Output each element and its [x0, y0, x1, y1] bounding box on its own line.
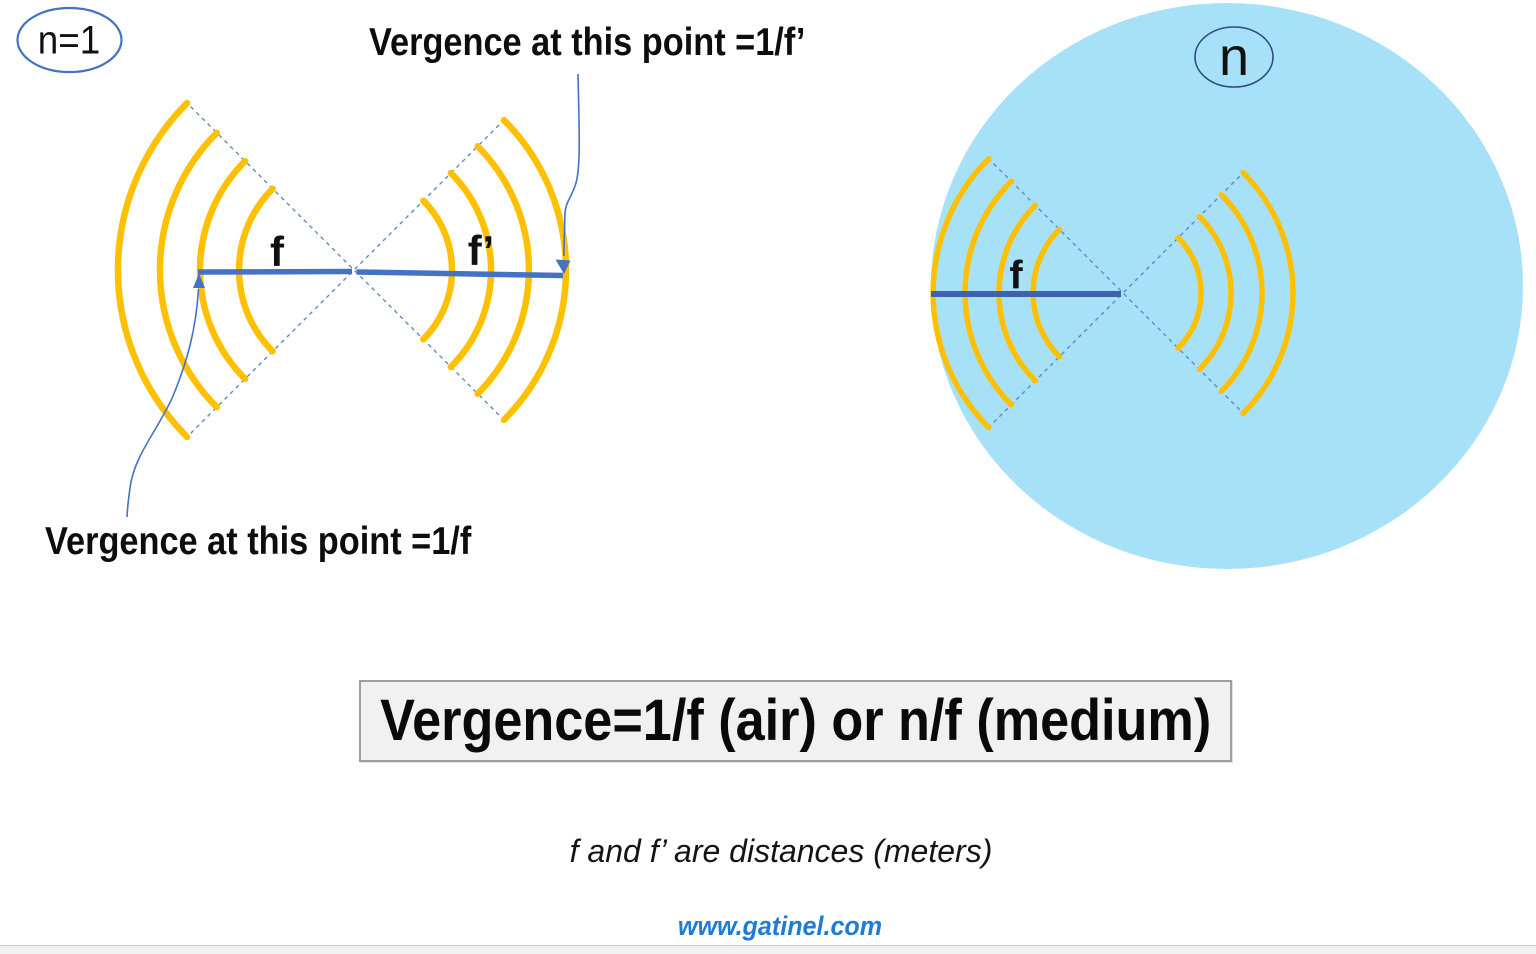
air-index-label-text: n=1: [37, 18, 101, 63]
f-prime-distance-line: [356, 269, 564, 279]
air-axis-diagonal-1: [184, 100, 507, 423]
distances-note: f and f’ are distances (meters): [569, 833, 993, 869]
down-arrowhead: [555, 259, 571, 274]
wavefront-arc: [474, 143, 533, 397]
annotation-vergence-f-prime: Vergence at this point =1/f’: [369, 21, 806, 64]
wavefront-arc: [420, 197, 456, 343]
air-wavefront-diagram: [16, 6, 581, 518]
leader-line-f-prime: [563, 73, 581, 257]
vergence-formula-text: Vergence=1/f (air) or n/f (medium): [379, 688, 1212, 753]
up-arrowhead: [193, 273, 205, 288]
website-link[interactable]: www.gatinel.com: [677, 911, 883, 941]
f-label: f: [270, 228, 284, 275]
annotation-vergence-f: Vergence at this point =1/f: [45, 520, 472, 563]
air-index-ellipse: [16, 6, 123, 74]
air-axis-diagonal-2: [184, 117, 507, 440]
f-prime-label: f’: [467, 227, 495, 274]
wavefront-arc: [500, 116, 570, 424]
wavefront-arc: [114, 99, 191, 441]
medium-circle: [931, 3, 1523, 569]
leader-line-f: [126, 288, 200, 518]
window-bottom-edge: [0, 945, 1536, 954]
wavefront-arc: [447, 169, 495, 371]
wavefront-arc: [1218, 191, 1265, 395]
medium-index-ellipse: [1194, 26, 1274, 88]
f-label-medium: f: [1009, 253, 1023, 298]
medium-index-label: n: [1218, 27, 1250, 87]
wavefront-arc: [156, 129, 221, 411]
medium-wavefront-diagram: [930, 3, 1523, 569]
vergence-formula-box: Vergence=1/f (air) or n/f (medium): [359, 680, 1232, 762]
f-distance-line: [197, 268, 353, 275]
wavefront-arc: [1175, 235, 1204, 351]
wavefront-arc: [1196, 213, 1234, 373]
wavefront-arc: [1240, 170, 1296, 416]
air-index-label: n=1: [35, 19, 103, 64]
